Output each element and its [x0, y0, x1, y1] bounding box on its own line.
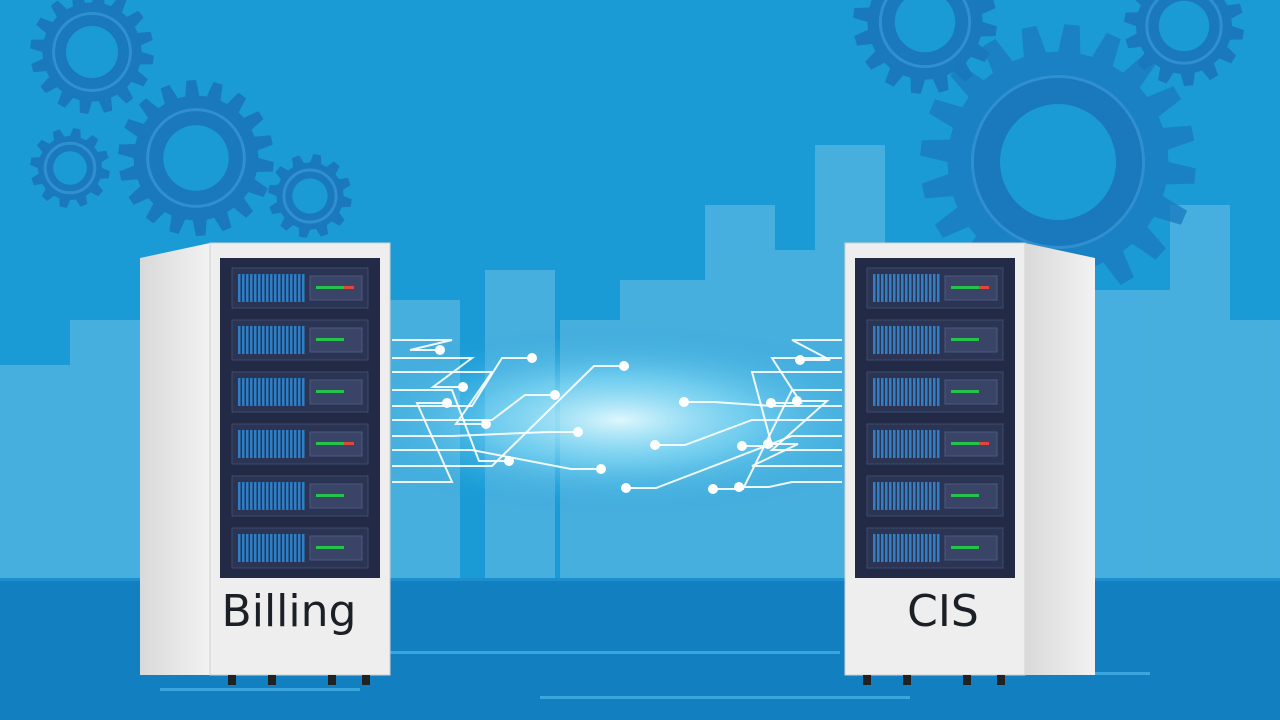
server-foot — [268, 675, 276, 685]
server-rack-icon — [866, 267, 1004, 309]
data-link-line — [751, 443, 842, 467]
status-led — [951, 494, 979, 497]
status-led — [316, 442, 344, 445]
data-link-line — [626, 435, 842, 489]
data-link-icon — [392, 339, 842, 494]
server-foot — [328, 675, 336, 685]
status-led — [951, 286, 979, 289]
server-panel — [220, 258, 380, 578]
data-link-node — [596, 464, 606, 474]
data-link-node — [708, 484, 718, 494]
data-link-line — [684, 401, 842, 407]
gear-icon — [118, 80, 274, 236]
data-link-line — [791, 339, 842, 361]
status-led — [316, 286, 344, 289]
data-link-node — [573, 427, 583, 437]
gear-icon — [1124, 0, 1244, 86]
status-led — [344, 286, 354, 289]
server-foot — [963, 675, 971, 685]
data-link-line — [392, 371, 494, 425]
floor-edge — [0, 578, 1280, 581]
server-rack-icon — [866, 319, 1004, 361]
data-link-line — [742, 371, 842, 447]
server-foot — [863, 675, 871, 685]
cis-server-label: CIS — [907, 586, 979, 637]
status-led — [951, 442, 979, 445]
data-link-line — [392, 339, 453, 351]
server-group — [140, 242, 1095, 685]
server-rack-icon — [866, 423, 1004, 465]
data-link-line — [392, 431, 578, 437]
server-rack-icon — [866, 475, 1004, 517]
server-rack-icon — [231, 371, 369, 413]
data-link-node — [679, 397, 689, 407]
server-foot — [228, 675, 236, 685]
server-rack-icon — [866, 527, 1004, 569]
billing-server — [140, 242, 391, 685]
data-link-line — [392, 402, 454, 483]
server-rack-icon — [231, 527, 369, 569]
data-link-node — [734, 482, 744, 492]
floor-line — [390, 651, 840, 654]
gear-cluster — [30, 0, 1244, 300]
status-led — [316, 338, 344, 341]
cis-server — [844, 242, 1095, 685]
billing-server-label: Billing — [221, 586, 357, 637]
data-link-line — [392, 389, 509, 462]
gear-icon — [30, 128, 110, 208]
data-link-node — [763, 439, 773, 449]
status-led — [316, 494, 344, 497]
data-link-node — [550, 390, 560, 400]
server-side-panel — [140, 243, 210, 675]
data-link-line — [392, 365, 624, 467]
data-link-line — [392, 449, 601, 470]
status-led — [316, 546, 344, 549]
server-rack-icon — [231, 267, 369, 309]
data-link-node — [650, 440, 660, 450]
server-rack-icon — [231, 423, 369, 465]
data-link-node — [481, 419, 491, 429]
server-foot — [903, 675, 911, 685]
data-link-node — [792, 396, 802, 406]
server-panel — [855, 258, 1015, 578]
data-link-line — [392, 394, 555, 421]
data-link-node — [619, 361, 629, 371]
server-side-panel — [1025, 243, 1095, 675]
status-led — [951, 390, 979, 393]
data-link-node — [621, 483, 631, 493]
server-rack-icon — [231, 475, 369, 517]
data-link-line — [392, 357, 532, 407]
data-link-line — [769, 400, 842, 451]
data-link-node — [435, 345, 445, 355]
status-led — [979, 442, 989, 445]
gear-icon — [920, 24, 1196, 300]
gear-icon — [30, 0, 154, 114]
data-link-node — [442, 398, 452, 408]
server-rack-icon — [231, 319, 369, 361]
gear-icon — [268, 154, 352, 238]
data-link-line — [655, 419, 842, 446]
status-led — [344, 442, 354, 445]
floor-line — [160, 688, 360, 691]
status-led — [316, 390, 344, 393]
data-link-node — [527, 353, 537, 363]
server-foot — [362, 675, 370, 685]
status-led — [951, 546, 979, 549]
status-led — [979, 286, 989, 289]
floor-line — [540, 696, 910, 699]
data-link-node — [737, 441, 747, 451]
data-link-node — [458, 382, 468, 392]
server-foot — [997, 675, 1005, 685]
server-rack-icon — [866, 371, 1004, 413]
data-link-line — [739, 481, 842, 488]
data-link-node — [795, 355, 805, 365]
status-led — [951, 338, 979, 341]
